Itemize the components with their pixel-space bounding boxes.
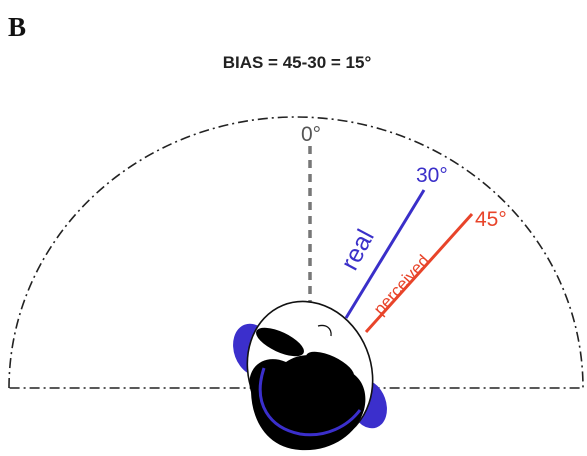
panel-letter: B <box>8 12 26 42</box>
headband-arc <box>258 367 362 437</box>
real-angle-label: 30° <box>416 164 448 187</box>
right-eye-shape <box>306 351 354 381</box>
listener-head-icon <box>233 300 387 451</box>
nose-shape <box>317 324 332 337</box>
real-line-label: real <box>336 225 380 275</box>
semicircle-boundary <box>8 116 584 389</box>
bias-equation: BIAS = 45-30 = 15° <box>223 53 372 72</box>
perceived-direction-line <box>364 212 474 334</box>
zero-degree-label: 0° <box>301 123 321 146</box>
real-direction-line <box>344 189 426 319</box>
perceived-angle-label: 45° <box>475 208 507 231</box>
left-eye-shape <box>256 327 304 357</box>
